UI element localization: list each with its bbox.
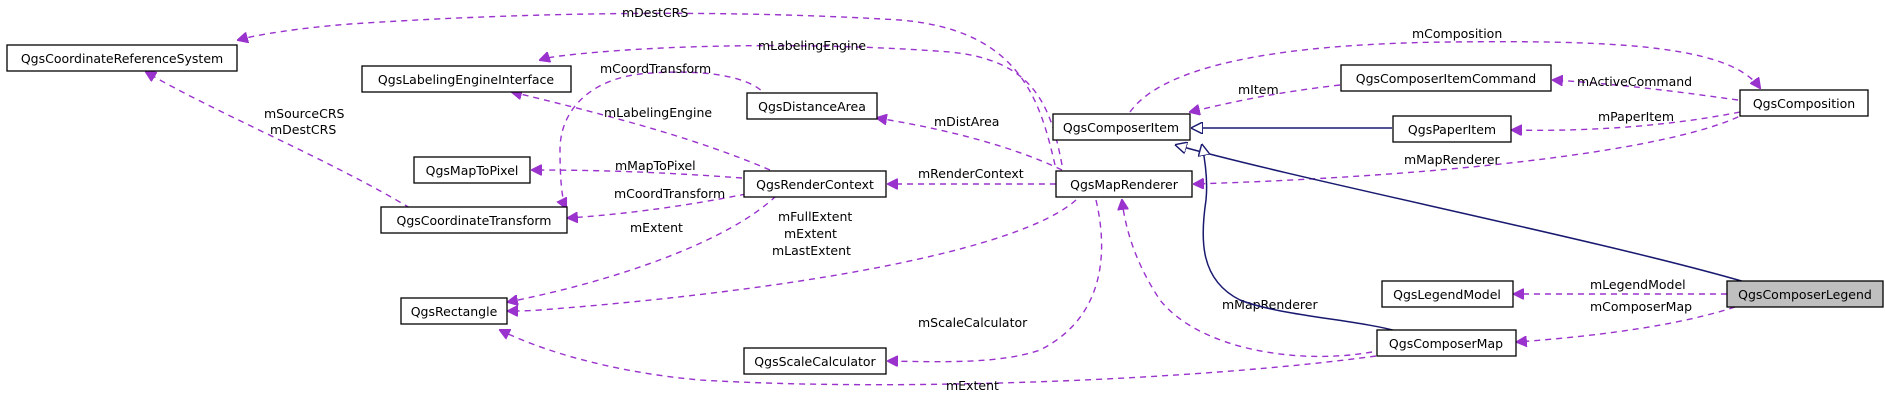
edge-label-mextent-rc: mExtent (630, 220, 683, 235)
edge-mextent-cm (500, 330, 1377, 386)
edge-label-mlegendmodel: mLegendModel (1590, 277, 1686, 292)
node-label-paper-item: QgsPaperItem (1408, 122, 1496, 137)
edge-inherit-composermap (1202, 145, 1401, 333)
node-label-coord-transform: QgsCoordinateTransform (397, 213, 552, 228)
edge-label-mactivecommand: mActiveCommand (1577, 74, 1692, 89)
node-label-composer-item: QgsComposerItem (1063, 120, 1179, 135)
node-label-crs: QgsCoordinateReferenceSystem (21, 51, 223, 66)
edge-label-mcomposermap: mComposerMap (1590, 299, 1692, 314)
edge-mlabelingengine-top (540, 44, 1063, 166)
edge-label-mpaperitem: mPaperItem (1598, 109, 1674, 124)
edge-mdestcrs-top (238, 12, 1056, 166)
node-distance-area[interactable]: QgsDistanceArea (746, 92, 878, 120)
node-paper-item[interactable]: QgsPaperItem (1392, 115, 1512, 143)
node-label-composition: QgsComposition (1753, 96, 1855, 111)
node-label-scale-calculator: QgsScaleCalculator (754, 354, 876, 369)
node-composer-legend[interactable]: QgsComposerLegend (1726, 280, 1884, 308)
edge-mlabelingengine-rc (512, 92, 771, 171)
edge-label-mextent-cm: mExtent (946, 378, 999, 393)
edge-label-mlabelingengine-top: mLabelingEngine (758, 38, 866, 53)
node-labeling-engine[interactable]: QgsLabelingEngineInterface (361, 65, 572, 93)
edge-mcoordtransform-top (560, 71, 769, 208)
edge-inherit-composerlegend (1176, 145, 1746, 283)
edge-label-mitem: mItem (1238, 82, 1279, 97)
edge-label-mcoordtransform-rc: mCoordTransform (614, 186, 725, 201)
edge-label-mdistarea: mDistArea (934, 114, 999, 129)
edge-label-mcomposition: mComposition (1412, 26, 1502, 41)
node-label-map-renderer: QgsMapRenderer (1070, 177, 1179, 192)
node-composer-item[interactable]: QgsComposerItem (1052, 113, 1191, 141)
node-scale-calculator[interactable]: QgsScaleCalculator (743, 347, 887, 375)
node-label-composer-map: QgsComposerMap (1389, 336, 1503, 351)
edge-mmaprenderer-cm (1122, 200, 1373, 358)
edge-label-mfullextent: mFullExtent (778, 209, 852, 224)
edge-label-mlastextent: mLastExtent (772, 243, 851, 258)
node-crs[interactable]: QgsCoordinateReferenceSystem (6, 44, 238, 72)
edge-mcomposermap (1517, 306, 1736, 342)
edge-mdistarea (877, 118, 1063, 171)
edge-label-msourcecrs: mSourceCRS (264, 106, 345, 121)
node-label-render-context: QgsRenderContext (756, 177, 874, 192)
edge-label-mmaptopixel: mMapToPixel (615, 158, 696, 173)
node-render-context[interactable]: QgsRenderContext (743, 170, 887, 198)
edge-mcomposition (1129, 40, 1760, 113)
node-map-to-pixel[interactable]: QgsMapToPixel (413, 156, 531, 184)
edge-mfullextent (508, 199, 1077, 311)
edge-mcoordtransform-rc (568, 193, 747, 218)
node-composer-map[interactable]: QgsComposerMap (1376, 329, 1517, 357)
node-label-legend-model: QgsLegendModel (1393, 287, 1501, 302)
edge-label-mscalecalculator: mScaleCalculator (918, 315, 1028, 330)
node-label-labeling-engine: QgsLabelingEngineInterface (378, 72, 554, 87)
node-rectangle[interactable]: QgsRectangle (400, 297, 508, 325)
edge-label-mdestcrs-top: mDestCRS (622, 5, 688, 20)
edge-label-mmaprenderer-comp: mMapRenderer (1404, 152, 1500, 167)
edges: mDestCRS mLabelingEngine mComposition mC… (146, 5, 1760, 393)
node-label-composer-legend: QgsComposerLegend (1738, 287, 1872, 302)
node-composer-item-command[interactable]: QgsComposerItemCommand (1340, 64, 1552, 92)
edge-mpaperitem (1512, 111, 1741, 130)
node-legend-model[interactable]: QgsLegendModel (1381, 280, 1514, 308)
edge-label-mlabelingengine-rc: mLabelingEngine (604, 105, 712, 120)
edge-label-mdestcrs-ct: mDestCRS (270, 122, 336, 137)
edge-mscalecalculator (888, 199, 1103, 362)
edge-mmaprenderer-comp (1194, 111, 1749, 184)
edge-mmaptopixel (532, 170, 743, 179)
node-label-composer-item-command: QgsComposerItemCommand (1356, 71, 1536, 86)
edge-mactivecommand (1553, 80, 1739, 101)
node-label-map-to-pixel: QgsMapToPixel (426, 163, 519, 178)
edge-label-mcoordtransform-top: mCoordTransform (600, 61, 711, 76)
edge-mextent-rc (508, 195, 777, 302)
edge-label-mmaprenderer-cm: mMapRenderer (1222, 297, 1318, 312)
node-coord-transform[interactable]: QgsCoordinateTransform (380, 206, 568, 234)
edge-label-mextent-mr: mExtent (784, 226, 837, 241)
node-label-distance-area: QgsDistanceArea (758, 99, 866, 114)
edge-label-mrendercontext: mRenderContext (918, 166, 1024, 181)
edge-mitem (1190, 84, 1341, 112)
node-composition[interactable]: QgsComposition (1739, 89, 1869, 117)
node-label-rectangle: QgsRectangle (411, 304, 498, 319)
edge-msourcecrs (146, 72, 411, 209)
nodes: QgsCoordinateReferenceSystem QgsLabeling… (6, 44, 1884, 375)
node-map-renderer[interactable]: QgsMapRenderer (1055, 170, 1193, 198)
